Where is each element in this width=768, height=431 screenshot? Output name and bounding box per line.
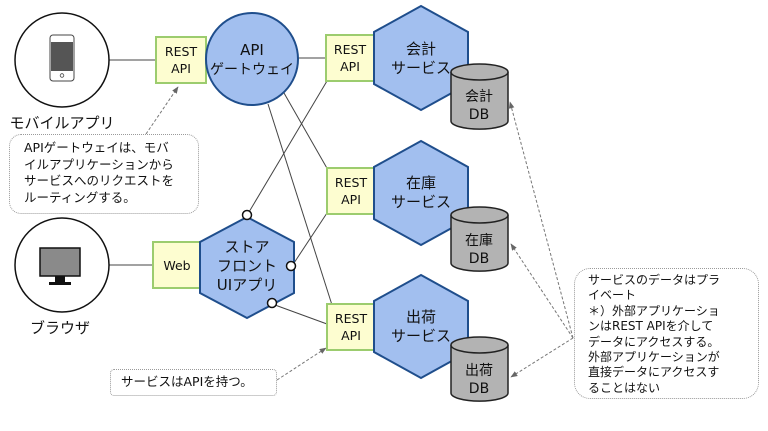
shipping-service-group: REST API 出荷 サービス 出荷 DB — [326, 273, 509, 402]
store-to-inventory-line — [293, 212, 328, 264]
storefront-line1: ストア — [224, 238, 269, 256]
connections — [109, 57, 333, 325]
inventory-rest-line2: API — [341, 192, 361, 207]
data-note-line: サービスのデータはプラ — [588, 273, 721, 287]
accounting-service-line2: サービス — [391, 59, 451, 77]
shipping-service[interactable]: 出荷 サービス — [373, 273, 469, 380]
accounting-rest-line2: API — [340, 59, 360, 74]
annotation-arrows — [145, 86, 574, 381]
browser-client: ブラウザ — [14, 217, 110, 337]
monitor-icon — [39, 247, 81, 285]
inventory-service-line2: サービス — [391, 193, 451, 211]
smartphone-icon — [49, 34, 75, 82]
data-note-arrow-shipping — [510, 337, 574, 378]
gateway-rest-line2: API — [171, 61, 191, 76]
gateway-line1: API — [240, 41, 264, 59]
storefront-line2: フロント — [217, 257, 277, 275]
accounting-service[interactable]: 会計 サービス — [373, 4, 469, 112]
shipping-db-line1: 出荷 — [465, 363, 493, 379]
data-note-line: イベート — [588, 288, 637, 303]
gateway-note-arrow — [145, 86, 179, 135]
inventory-db-line2: DB — [469, 251, 489, 267]
mobile-client: モバイルアプリ — [9, 12, 115, 132]
port-shipping — [266, 297, 278, 309]
browser-label: ブラウザ — [30, 319, 90, 337]
store-to-shipping-line — [274, 304, 328, 325]
data-privacy-note: サービスのデータはプラ イベート ＊）外部アプリケーショ ンはREST APIを… — [574, 268, 759, 399]
data-note-arrow-accounting — [508, 101, 574, 339]
inventory-rest-line1: REST — [335, 175, 368, 190]
data-note-line: ＊）外部アプリケーショ — [588, 303, 720, 318]
api-gateway[interactable]: API ゲートウェイ — [205, 12, 299, 106]
mobile-label: モバイルアプリ — [9, 114, 114, 132]
api-note-text: サービスはAPIを持つ。 — [121, 374, 253, 389]
gateway-to-shipping-line — [267, 103, 333, 306]
gateway-note-line: イルアプリケーションから — [24, 156, 174, 172]
inventory-service[interactable]: 在庫 サービス — [373, 139, 469, 247]
data-note-line: ンはREST APIを介して — [588, 319, 714, 334]
accounting-service-group: REST API 会計 サービス 会計 DB — [325, 4, 509, 130]
gateway-line2: ゲートウェイ — [210, 62, 294, 78]
data-note-line: 外部アプリケーションが — [588, 350, 720, 365]
store-to-accounting-line — [248, 80, 328, 213]
port-inventory — [285, 260, 297, 272]
inventory-db[interactable]: 在庫 DB — [450, 206, 509, 272]
accounting-db-line2: DB — [469, 107, 489, 123]
inventory-rest-interface[interactable]: REST API — [326, 167, 377, 215]
inventory-service-line1: 在庫 — [406, 174, 436, 192]
gateway-to-inventory-line — [283, 92, 329, 171]
store-web-label: Web — [163, 258, 190, 273]
port-accounting — [241, 209, 253, 221]
shipping-rest-line1: REST — [335, 311, 368, 326]
data-note-line: データにアクセスする。 — [588, 334, 720, 349]
shipping-db[interactable]: 出荷 DB — [450, 336, 509, 402]
shipping-rest-line2: API — [341, 328, 361, 343]
data-note-line: ることはない — [588, 380, 661, 395]
inventory-service-group: REST API 在庫 サービス 在庫 DB — [326, 139, 509, 272]
storefront-line3: UIアプリ — [217, 276, 277, 294]
storefront-ui-app[interactable]: ストア フロント UIアプリ — [199, 215, 295, 320]
gateway-note-line: ルーティングする。 — [24, 189, 136, 205]
accounting-service-line1: 会計 — [406, 40, 436, 58]
shipping-db-line2: DB — [469, 381, 489, 397]
gateway-note-line: APIゲートウェイは、モバ — [24, 140, 169, 155]
store-web-interface[interactable]: Web — [152, 241, 203, 289]
gateway-rest-interface[interactable]: REST API — [155, 36, 207, 84]
accounting-db[interactable]: 会計 DB — [450, 63, 509, 130]
accounting-rest-interface[interactable]: REST API — [325, 34, 376, 82]
gateway-rest-line1: REST — [165, 44, 198, 59]
accounting-db-line1: 会計 — [465, 89, 493, 105]
data-note-line: 直接データにアクセスす — [588, 365, 720, 380]
shipping-service-line2: サービス — [391, 327, 451, 345]
storefront-ports — [241, 209, 297, 309]
api-note: サービスはAPIを持つ。 — [110, 369, 277, 396]
shipping-service-line1: 出荷 — [406, 308, 436, 326]
gateway-note-line: サービスへのリクエストを — [24, 173, 175, 188]
data-note-arrow-inventory — [510, 243, 574, 339]
inventory-db-line1: 在庫 — [465, 232, 493, 249]
shipping-rest-interface[interactable]: REST API — [326, 303, 377, 351]
accounting-rest-line1: REST — [334, 42, 367, 57]
gateway-note: APIゲートウェイは、モバ イルアプリケーションから サービスへのリクエストを … — [9, 134, 199, 214]
api-note-arrow — [276, 347, 327, 381]
